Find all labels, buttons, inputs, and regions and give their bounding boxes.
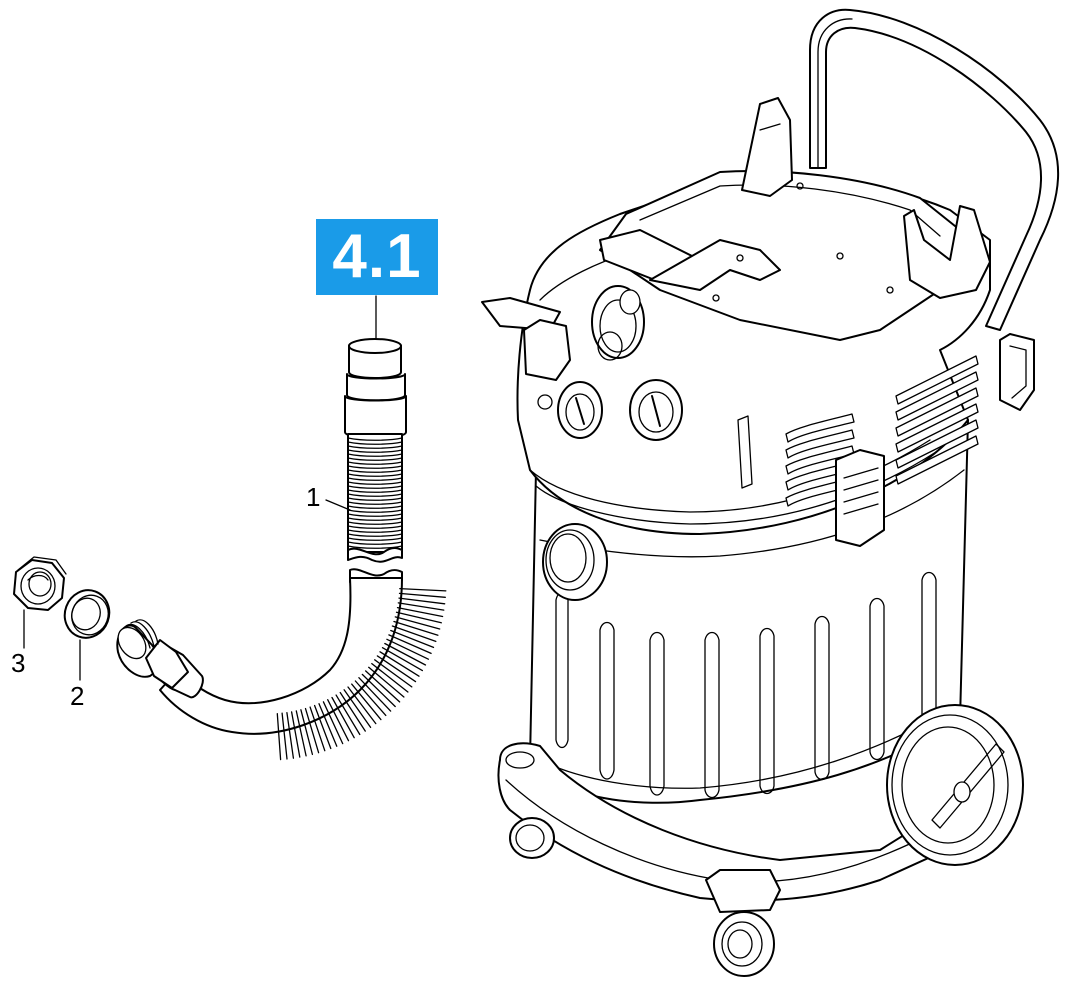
air-vents (785, 355, 979, 507)
container-clamp (835, 449, 885, 547)
hose-rib (290, 711, 301, 758)
hose-rib (347, 457, 403, 461)
vent-slot (895, 435, 979, 485)
wet-dry-vacuum-cleaner (481, 8, 1059, 977)
hose-rib (322, 701, 344, 745)
vent-slot (785, 429, 855, 459)
hose-rib (347, 497, 403, 501)
hose-rib (347, 533, 403, 537)
hose-rib (347, 437, 403, 441)
hose-rib (347, 529, 403, 533)
callout-1: 1 (306, 482, 321, 512)
hose-rib (398, 597, 446, 605)
hose-rib (339, 691, 366, 732)
vent-slot (895, 403, 979, 453)
hose-rib (347, 465, 403, 469)
hose-rib (347, 481, 403, 485)
hose-rib (397, 602, 445, 611)
seal-ring (63, 589, 111, 639)
hose-rib (347, 521, 403, 525)
hose-rib (347, 537, 403, 541)
hose-rib (390, 629, 435, 649)
rear-bracket (999, 333, 1035, 411)
hose-rib (318, 703, 338, 747)
section-label: 4.1 (332, 222, 422, 291)
hose-rib (351, 683, 382, 721)
hose-rib (276, 713, 282, 761)
hose-rib (394, 616, 441, 630)
hose-rib (361, 673, 396, 708)
hose-rib (313, 704, 332, 750)
hose-rib (347, 449, 403, 453)
hose-rib (371, 662, 409, 693)
hose-rib (393, 620, 439, 636)
hose-rib (347, 509, 403, 513)
hose-rib (304, 707, 320, 754)
hose-rib (376, 655, 417, 683)
hose-rib (384, 642, 427, 666)
hose-rib (347, 441, 403, 445)
hose-rib (391, 625, 437, 643)
hose-rib (347, 473, 403, 477)
hose-rib (347, 477, 403, 481)
hose-rib (374, 659, 413, 688)
hose-rib (398, 592, 446, 598)
hose-rib (300, 709, 314, 756)
hose-rib (368, 666, 405, 698)
hose-rib (364, 670, 401, 703)
hose-rib (347, 445, 403, 449)
hose-rib (381, 647, 424, 672)
hose-rib (347, 453, 403, 457)
hose-rib (358, 677, 392, 712)
hose-rib (347, 513, 403, 517)
hose-rib (354, 680, 387, 717)
hose-rib (295, 710, 307, 757)
drain-hose (116, 338, 447, 761)
push-handle (809, 8, 1059, 331)
hose-rib (347, 505, 403, 509)
hose-rib (347, 485, 403, 489)
hose-rib (386, 638, 430, 660)
hose-rib (395, 611, 442, 624)
hose-rib (399, 587, 447, 592)
hose-ribs-lower (276, 587, 447, 761)
vent-slot (785, 413, 855, 443)
vent-slot (895, 387, 979, 437)
hose-rib (396, 606, 444, 618)
callout-1-leader (325, 499, 351, 511)
hose-rib (347, 525, 403, 529)
vent-slot (895, 371, 979, 421)
hose-rib (343, 689, 372, 729)
hose-rib (347, 493, 403, 497)
hose-ribs-upper (347, 437, 403, 549)
hose-rib (286, 711, 295, 759)
hose-rib (347, 541, 403, 545)
hose-rib (347, 501, 403, 505)
hose-rib (327, 699, 350, 742)
hose-rib (379, 651, 420, 677)
hose-rib (347, 517, 403, 521)
hose-rib (347, 489, 403, 493)
union-nut (13, 556, 67, 611)
hose-rib (347, 686, 377, 725)
callout-3: 3 (11, 648, 26, 678)
hose-rib (335, 694, 361, 736)
vent-slot (895, 419, 979, 469)
hose-rib (331, 696, 355, 739)
hose-rib (347, 545, 403, 549)
vent-slot (895, 355, 979, 405)
hose-rib (347, 469, 403, 473)
hose-rib (281, 712, 288, 760)
hose-rib (347, 461, 403, 465)
hose-rib (388, 634, 432, 655)
hose-rib (309, 706, 326, 752)
callout-2: 2 (70, 681, 85, 711)
section-label-background (316, 219, 438, 295)
